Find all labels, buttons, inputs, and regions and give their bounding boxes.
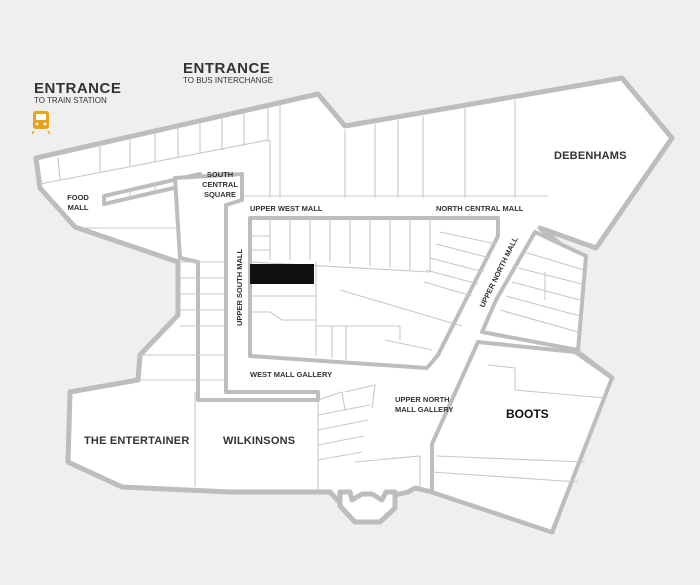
- central-block: [248, 216, 500, 370]
- train-entrance-subtitle: TO TRAIN STATION: [34, 96, 107, 105]
- debenhams-label[interactable]: DEBENHAMS: [554, 150, 627, 162]
- train-entrance-title: ENTRANCE: [34, 80, 121, 97]
- central-units: [249, 218, 497, 360]
- wilkinsons-label[interactable]: WILKINSONS: [223, 435, 295, 447]
- food-mall-label-2: MALL: [68, 203, 89, 212]
- upper-north-units: [480, 230, 588, 352]
- rotunda: [337, 489, 398, 525]
- the-entertainer-label[interactable]: THE ENTERTAINER: [84, 435, 189, 447]
- gallery-lines: [317, 384, 421, 490]
- train-icon: [31, 111, 51, 135]
- highlighted-unit[interactable]: [250, 264, 314, 284]
- food-mall-label-1: FOOD: [67, 193, 89, 202]
- boots-label[interactable]: BOOTS: [506, 407, 549, 421]
- south-central-square-label-1: SOUTH: [207, 170, 233, 179]
- boots-block[interactable]: [430, 340, 614, 534]
- upper-south-mall-label: UPPER SOUTH MALL: [235, 248, 244, 326]
- upper-west-mall-label: UPPER WEST MALL: [250, 204, 323, 213]
- west-mall-gallery-label: WEST MALL GALLERY: [250, 370, 332, 379]
- upper-north-unit-lines: [499, 251, 585, 333]
- north-units: [240, 100, 548, 198]
- bus-entrance-subtitle: TO BUS INTERCHANGE: [183, 76, 273, 85]
- south-central-square-block: [173, 172, 320, 402]
- north-central-mall-label: NORTH CENTRAL MALL: [436, 204, 524, 213]
- south-central-square-label-3: SQUARE: [204, 190, 236, 199]
- upper-north-mall-gallery-label-2: MALL GALLERY: [395, 405, 453, 414]
- bus-entrance-title: ENTRANCE: [183, 60, 270, 77]
- south-central-square-label-2: CENTRAL: [202, 180, 238, 189]
- boots-lines: [431, 364, 606, 483]
- west-units: [82, 227, 226, 487]
- upper-north-mall-gallery-label-1: UPPER NORTH: [395, 395, 450, 404]
